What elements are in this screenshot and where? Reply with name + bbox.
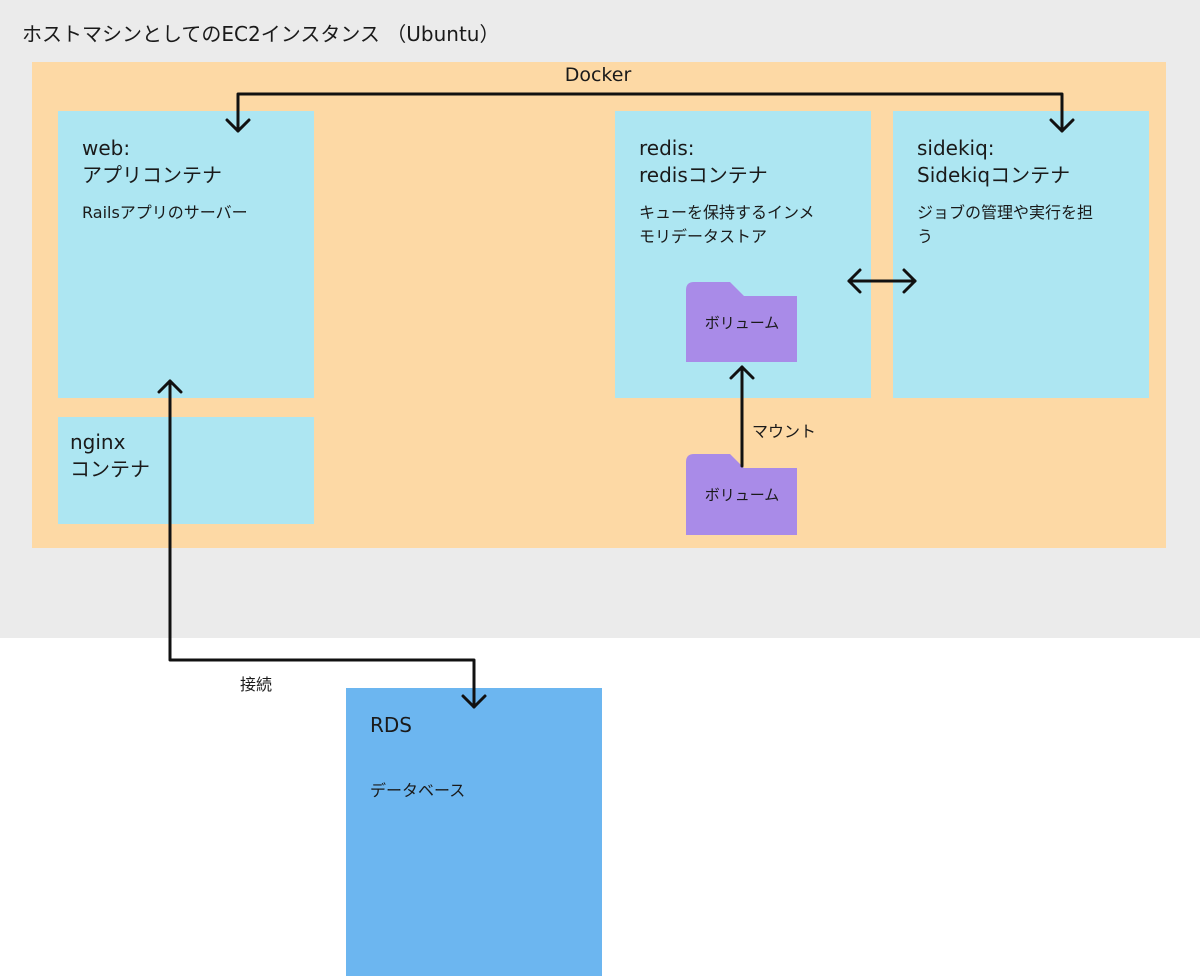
sidekiq-title-line2: Sidekiqコンテナ bbox=[917, 163, 1071, 187]
arrowhead-sidekiq-icon bbox=[1049, 118, 1075, 133]
container-volume-folder-icon bbox=[686, 282, 797, 362]
arrowhead-rds-icon bbox=[461, 694, 487, 709]
redis-title-line1: redis: bbox=[639, 136, 695, 160]
arrowhead-left-icon bbox=[847, 268, 862, 294]
nginx-container: nginx コンテナ bbox=[58, 417, 314, 524]
docker-bracket-line bbox=[236, 92, 1064, 133]
nginx-title-line1: nginx bbox=[70, 430, 126, 454]
redis-description-line1: キューを保持するインメ bbox=[639, 203, 815, 222]
sidekiq-title-line1: sidekiq: bbox=[917, 136, 995, 160]
redis-title-line2: redisコンテナ bbox=[639, 163, 768, 187]
web-container: web: アプリコンテナ Railsアプリのサーバー bbox=[58, 111, 314, 398]
container-volume-label: ボリューム bbox=[704, 314, 780, 332]
rds-database: RDS データベース bbox=[346, 688, 602, 976]
connect-label: 接続 bbox=[240, 675, 273, 694]
docker-label: Docker bbox=[564, 64, 632, 86]
redis-description-line2: モリデータストア bbox=[639, 227, 768, 246]
rds-description: データベース bbox=[370, 781, 466, 800]
sidekiq-description-line2: う bbox=[917, 227, 934, 246]
web-title-line2: アプリコンテナ bbox=[82, 163, 222, 187]
arrowhead-mount-icon bbox=[729, 365, 755, 380]
web-description: Railsアプリのサーバー bbox=[82, 203, 248, 222]
mount-label: マウント bbox=[752, 422, 817, 441]
web-title-line1: web: bbox=[82, 136, 131, 160]
arrowhead-web-icon bbox=[225, 118, 251, 133]
rds-title: RDS bbox=[370, 713, 412, 737]
host-title: ホストマシンとしてのEC2インスタンス （Ubuntu） bbox=[22, 22, 500, 46]
sidekiq-container: sidekiq: Sidekiqコンテナ ジョブの管理や実行を担 う bbox=[893, 111, 1149, 398]
host-volume-label: ボリューム bbox=[704, 486, 780, 504]
sidekiq-description-line1: ジョブの管理や実行を担 bbox=[917, 203, 1094, 222]
connect-line bbox=[168, 379, 476, 709]
arrowhead-right-icon bbox=[902, 268, 917, 294]
nginx-title-line2: コンテナ bbox=[70, 457, 150, 481]
host-volume-folder-icon bbox=[686, 454, 797, 535]
arrowhead-web-up-icon bbox=[157, 379, 183, 394]
